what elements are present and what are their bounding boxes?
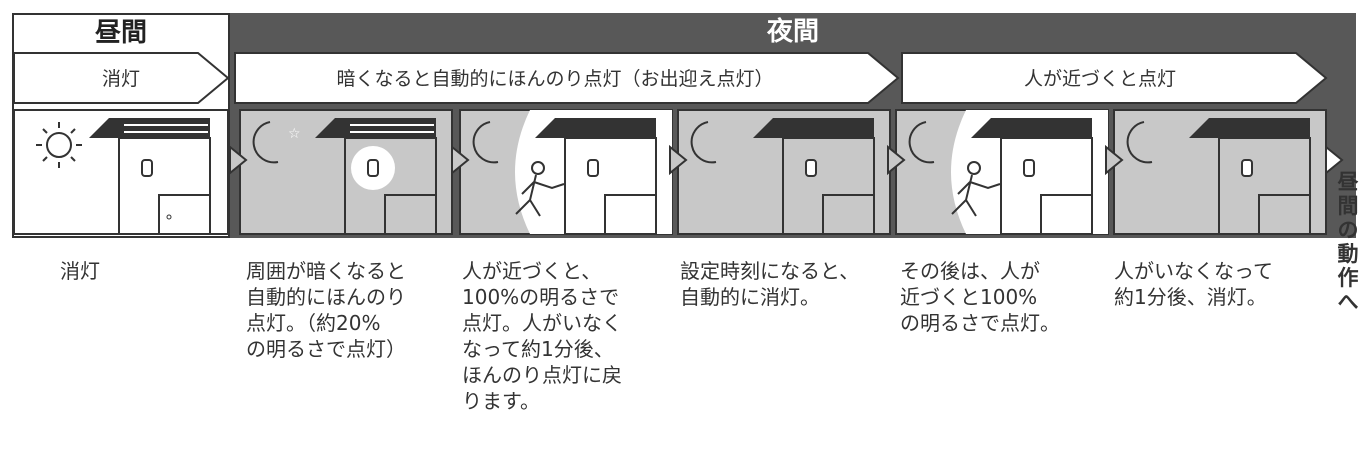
banner-night-person-label: 人が近づくと点灯 <box>1024 68 1176 90</box>
caption-5: その後は、人が 近づくと100% の明るさで点灯。 <box>900 259 1060 335</box>
step-arrow-1 <box>229 144 248 176</box>
side-label: 昼 間 の 動 作 へ <box>1337 170 1359 314</box>
caption-4: 設定時刻になると、 自動的に消灯。 <box>680 259 860 309</box>
banner-night-person-arrow <box>901 52 1328 104</box>
scene-person-on <box>895 109 1109 235</box>
banner-night-auto-arrow <box>234 52 900 104</box>
banner-day-label: 消灯 <box>102 68 140 90</box>
step-arrow-4 <box>887 144 906 176</box>
banner-night-auto-label: 暗くなると自動的にほんのり点灯（お出迎え点灯） <box>336 68 773 90</box>
scene-timer-off <box>677 109 891 235</box>
step-arrow-6 <box>1325 144 1344 176</box>
step-arrow-2 <box>451 144 470 176</box>
scene-night-person <box>459 109 673 235</box>
caption-1: 消灯 <box>60 259 100 283</box>
star-icon: ☆ <box>288 126 301 142</box>
light-icon <box>141 159 153 177</box>
caption-2: 周囲が暗くなると 自動的にほんのり 点灯。（約20% の明るさで点灯） <box>246 259 406 361</box>
scene-day <box>13 109 229 235</box>
step-arrow-5 <box>1105 144 1124 176</box>
scene-off-again <box>1113 109 1327 235</box>
scene-night-dim: ☆ <box>239 109 453 235</box>
day-header: 昼間 <box>12 13 230 51</box>
banner-day-arrow <box>13 52 230 104</box>
eave <box>89 118 210 138</box>
caption-3: 人が近づくと、 100%の明るさで 点灯。人がいなく なって約1分後、 ほんのり… <box>462 259 622 413</box>
moon-icon <box>252 121 279 164</box>
caption-6: 人がいなくなって 約1分後、消灯。 <box>1114 259 1273 309</box>
step-arrow-3 <box>669 144 688 176</box>
night-header: 夜間 <box>766 17 819 47</box>
sun-icon <box>36 122 82 168</box>
person-icon <box>515 161 565 217</box>
